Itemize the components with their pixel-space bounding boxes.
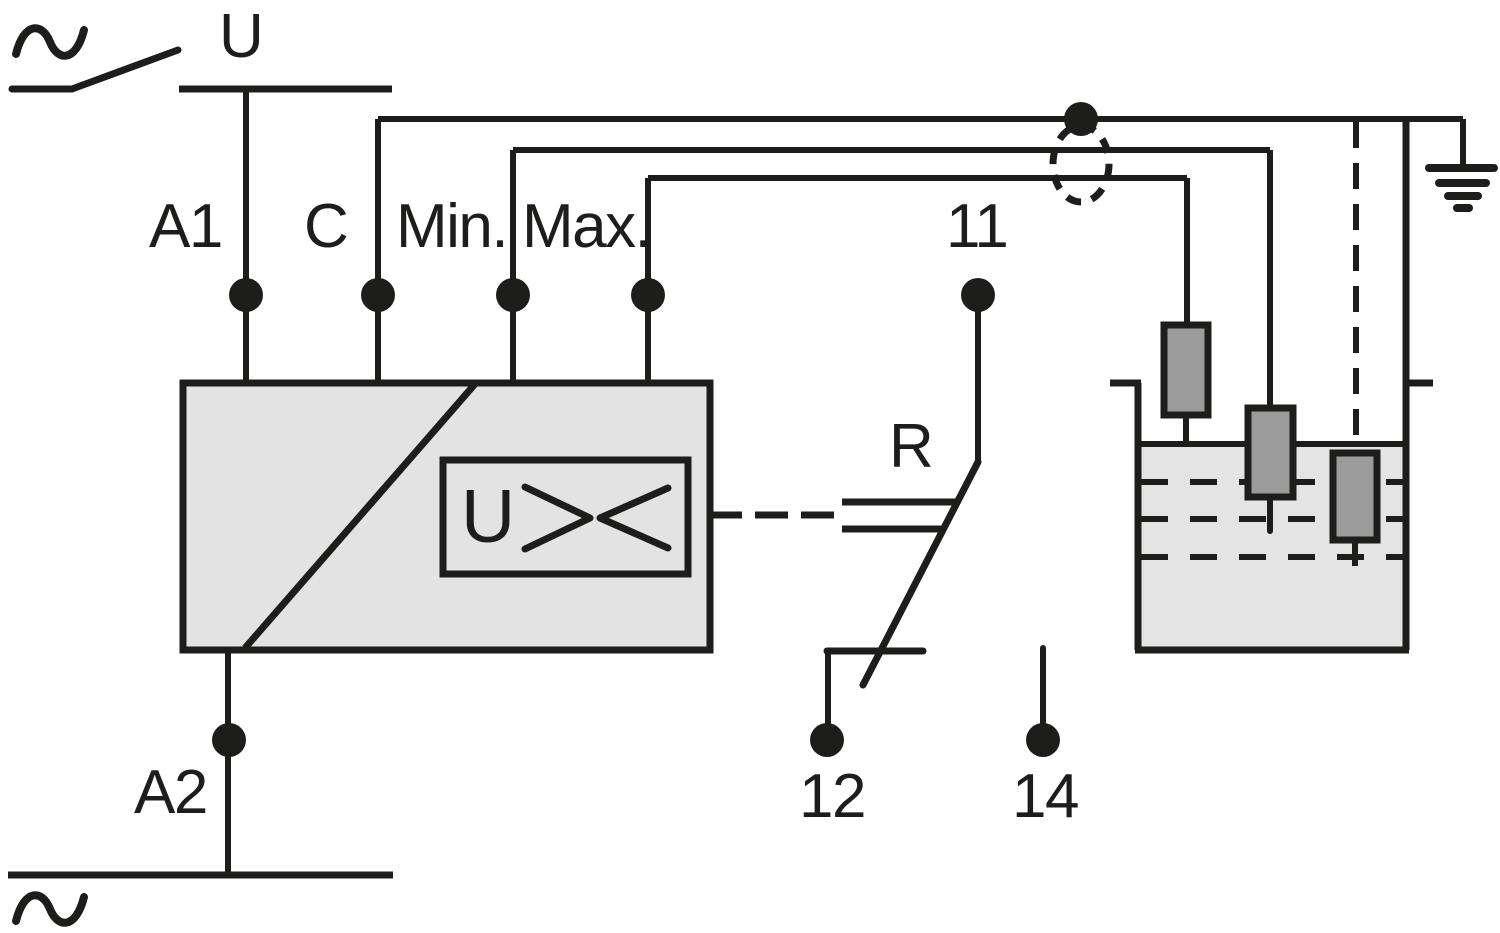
ac-source-bottom-icon bbox=[12, 891, 88, 927]
terminal-dot-c bbox=[361, 278, 395, 312]
terminal-dot-a1 bbox=[229, 278, 263, 312]
terminal-dot-11 bbox=[961, 278, 995, 312]
label-terminal-c: C bbox=[304, 192, 349, 261]
terminal-dot-12 bbox=[810, 723, 844, 757]
label-terminal-12: 12 bbox=[799, 762, 866, 831]
label-terminal-11: 11 bbox=[946, 192, 1009, 261]
terminal-dots bbox=[212, 102, 1098, 757]
ground-icon bbox=[1425, 164, 1498, 212]
ac-source-top-icon bbox=[12, 24, 88, 60]
label-terminal-a1: A1 bbox=[149, 192, 223, 261]
label-terminal-a2: A2 bbox=[134, 758, 208, 827]
common-probe-icon bbox=[1329, 449, 1381, 574]
label-relay-contact: R bbox=[889, 412, 934, 481]
max-probe-icon bbox=[1160, 321, 1212, 444]
relay-device-box bbox=[179, 379, 714, 654]
cable-entry-icon bbox=[1049, 122, 1113, 206]
comparator-icon bbox=[439, 456, 692, 578]
terminal-dot-max bbox=[631, 278, 665, 312]
supply-switch-icon bbox=[8, 46, 182, 93]
label-comparator-u: U bbox=[461, 474, 516, 558]
label-terminal-min: Min. bbox=[396, 192, 509, 261]
label-terminal-14: 14 bbox=[1012, 762, 1079, 831]
junction-dot bbox=[1064, 102, 1098, 136]
terminal-dot-14 bbox=[1026, 723, 1060, 757]
terminal-dot-min bbox=[496, 278, 530, 312]
label-terminal-max: Max. bbox=[522, 192, 652, 261]
min-probe-icon bbox=[1244, 404, 1297, 534]
label-supply-voltage: U bbox=[219, 2, 264, 71]
terminal-dot-a2 bbox=[212, 723, 246, 757]
relay-contact bbox=[709, 295, 1046, 727]
wiring bbox=[225, 89, 1466, 875]
